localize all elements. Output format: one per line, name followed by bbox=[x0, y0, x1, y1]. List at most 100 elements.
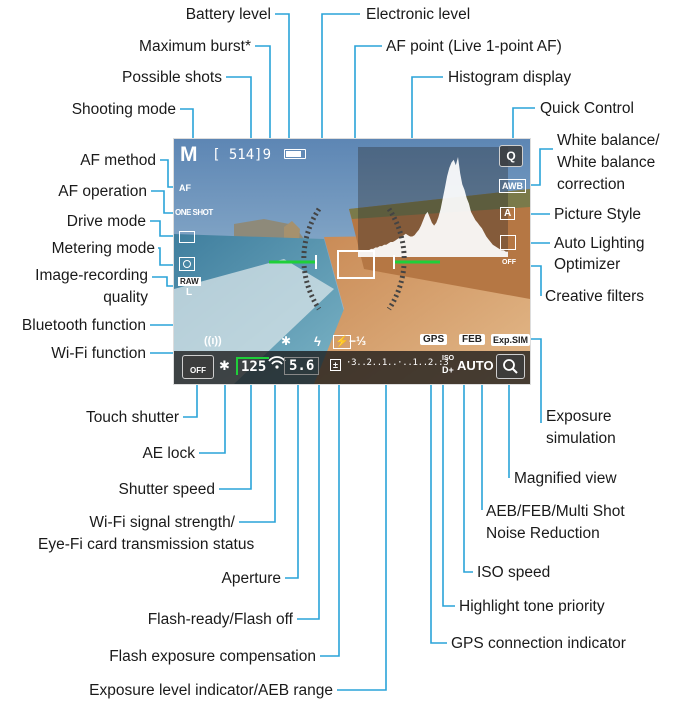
battery-icon bbox=[284, 149, 306, 159]
highlight-tone-priority-icon: D+ bbox=[442, 365, 454, 375]
label-shooting-mode: Shooting mode bbox=[71, 101, 176, 118]
label-white-balance-3: correction bbox=[557, 176, 626, 193]
drive-mode-icon bbox=[179, 231, 195, 243]
exposure-comp-icon: ± bbox=[330, 359, 341, 371]
leader-white-balance bbox=[523, 148, 553, 186]
label-iso-speed: ISO speed bbox=[477, 564, 551, 581]
af-method-icon: AF bbox=[179, 183, 191, 193]
flash-ready-icon: ϟ bbox=[314, 334, 321, 349]
leader-possible-shots bbox=[226, 76, 252, 140]
label-electronic-level: Electronic level bbox=[366, 6, 471, 23]
jpeg-quality-icon: L bbox=[186, 287, 193, 298]
leader-af-method bbox=[160, 159, 178, 188]
leader-quick-control bbox=[512, 107, 535, 148]
label-aeb-feb-1: AEB/FEB/Multi Shot bbox=[486, 503, 625, 520]
label-wifi-signal-2: Eye-Fi card transmission status bbox=[38, 536, 255, 553]
label-shutter-speed: Shutter speed bbox=[118, 481, 215, 498]
label-gps-connection: GPS connection indicator bbox=[451, 635, 626, 652]
label-picture-style: Picture Style bbox=[554, 206, 642, 223]
label-ae-lock: AE lock bbox=[142, 445, 195, 462]
af-point-frame[interactable] bbox=[337, 250, 375, 279]
possible-shots-count: [ 514]9 bbox=[212, 147, 272, 163]
leader-gps bbox=[430, 346, 447, 644]
leader-creative-filters bbox=[525, 265, 542, 296]
label-white-balance-2: White balance bbox=[557, 154, 656, 171]
label-af-operation: AF operation bbox=[58, 183, 147, 200]
leader-flash-ready bbox=[297, 355, 320, 620]
label-white-balance-1: White balance/ bbox=[557, 132, 660, 149]
leader-aperture bbox=[285, 385, 299, 579]
label-maximum-burst: Maximum burst* bbox=[139, 38, 251, 55]
label-histogram: Histogram display bbox=[448, 69, 572, 86]
auto-lighting-optimizer-icon bbox=[500, 235, 516, 250]
label-wifi-signal-1: Wi-Fi signal strength/ bbox=[89, 514, 235, 531]
feb-indicator: FEB bbox=[459, 334, 485, 345]
leader-exposure-sim bbox=[528, 338, 542, 423]
magnify-icon bbox=[503, 359, 518, 374]
leader-wifi-signal bbox=[239, 374, 276, 523]
label-flash-ready: Flash-ready/Flash off bbox=[147, 611, 293, 628]
shutter-speed-value[interactable]: 125 bbox=[236, 357, 270, 375]
cliff-top bbox=[349, 189, 530, 219]
iso-speed-value[interactable]: AUTO bbox=[457, 358, 494, 373]
flash-exposure-comp-icon: ⚡ bbox=[333, 335, 351, 349]
label-wifi: Wi-Fi function bbox=[51, 345, 146, 362]
af-operation-icon: ONE SHOT bbox=[175, 208, 213, 217]
leader-histogram bbox=[411, 76, 443, 140]
live-view-screen: M [ 514]9 AF ONE SHOT RAW L bbox=[174, 139, 530, 384]
label-possible-shots: Possible shots bbox=[122, 69, 222, 86]
label-creative-filters: Creative filters bbox=[545, 288, 645, 305]
shooting-mode-indicator: M bbox=[180, 143, 198, 166]
label-touch-shutter: Touch shutter bbox=[85, 409, 179, 426]
label-quick-control: Quick Control bbox=[540, 100, 634, 117]
exposure-level-scale: ·3..2..1..·..1..2.:3 bbox=[346, 358, 449, 368]
leader-electronic-level bbox=[321, 13, 360, 140]
touch-shutter-button[interactable]: OFF bbox=[182, 355, 214, 379]
leader-flash-comp bbox=[320, 355, 340, 657]
battery-fill bbox=[286, 151, 301, 157]
label-af-method: AF method bbox=[80, 152, 156, 169]
label-exposure-level: Exposure level indicator/AEB range bbox=[89, 682, 333, 699]
scene-photo bbox=[174, 139, 530, 384]
label-flash-exposure-comp: Flash exposure compensation bbox=[109, 648, 316, 665]
leader-ae-lock bbox=[199, 374, 226, 454]
label-bluetooth: Bluetooth function bbox=[21, 317, 146, 334]
leader-image-quality bbox=[152, 276, 178, 287]
wifi-signal-dot bbox=[275, 365, 279, 369]
label-battery-level: Battery level bbox=[185, 6, 271, 23]
histogram-curve bbox=[358, 157, 508, 257]
quick-control-button[interactable]: Q bbox=[499, 145, 523, 167]
label-aperture: Aperture bbox=[221, 570, 281, 587]
label-exposure-sim-1: Exposure bbox=[546, 408, 612, 425]
wifi-signal-icon bbox=[268, 356, 286, 369]
magnified-view-button[interactable] bbox=[496, 354, 525, 379]
label-metering-mode: Metering mode bbox=[51, 240, 155, 257]
aperture-value[interactable]: 5.6 bbox=[284, 357, 320, 375]
wifi-signal-arc-inner bbox=[271, 360, 283, 365]
leader-af-operation bbox=[151, 190, 178, 214]
label-auto-lighting-1: Auto Lighting bbox=[554, 235, 645, 252]
wifi-function-icon: ((ı)) bbox=[204, 335, 222, 347]
label-drive-mode: Drive mode bbox=[66, 213, 146, 230]
leader-metering-mode bbox=[158, 247, 178, 266]
creative-filters-icon: OFF bbox=[502, 259, 516, 266]
leader-maximum-burst bbox=[255, 45, 271, 140]
leader-highlight-tone bbox=[442, 380, 455, 607]
white-balance-icon: AWB bbox=[499, 179, 526, 193]
label-highlight-tone: Highlight tone priority bbox=[459, 598, 605, 615]
metering-mode-dot bbox=[183, 260, 191, 268]
bluetooth-icon: ✱ bbox=[281, 334, 292, 348]
electronic-level bbox=[269, 207, 440, 311]
magnify-lens bbox=[503, 359, 515, 371]
leader-touch-shutter bbox=[183, 385, 198, 418]
exposure-simulation-indicator: Exp.SIM bbox=[491, 334, 530, 346]
magnify-handle bbox=[512, 368, 518, 374]
wifi-signal-arc-outer bbox=[268, 356, 286, 362]
leader-drive-mode bbox=[150, 220, 178, 237]
label-exposure-sim-2: simulation bbox=[546, 430, 616, 447]
leader-battery-level bbox=[275, 13, 290, 140]
label-image-recording-2: quality bbox=[103, 289, 148, 306]
label-auto-lighting-2: Optimizer bbox=[554, 256, 621, 273]
level-arc-right bbox=[386, 207, 407, 311]
